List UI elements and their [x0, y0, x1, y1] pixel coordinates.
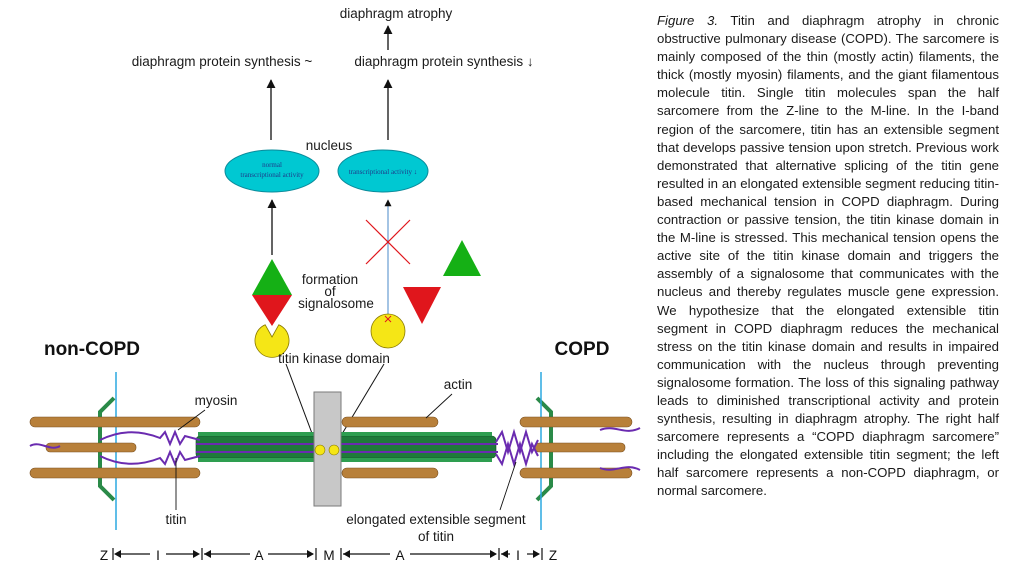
nucleus-right-cell	[337, 149, 429, 193]
titin-kinase-right	[370, 313, 406, 349]
titin-strands	[29, 427, 641, 471]
actin-label: actin	[444, 377, 473, 392]
titin-label: titin	[165, 512, 186, 527]
actin-filaments	[29, 416, 633, 479]
nucleus-right-text: transcriptional activity ↓	[349, 168, 417, 176]
non-copd-label: non-COPD	[44, 339, 140, 360]
titin-kinase-left	[254, 324, 290, 358]
scale-i-left: I	[156, 548, 160, 563]
m-kinase-1	[314, 444, 326, 456]
m-kinase-2	[328, 444, 340, 456]
scale-z-right: Z	[549, 548, 557, 563]
red-triangle-right	[403, 287, 441, 324]
elongated-line2: of titin	[418, 529, 454, 544]
scale-m: M	[323, 548, 334, 563]
atrophy-label: diaphragm atrophy	[340, 6, 453, 21]
nucleus-left-line1: normal	[262, 161, 282, 169]
sarcomere	[29, 372, 641, 530]
nucleus-label: nucleus	[306, 138, 353, 153]
copd-label: COPD	[555, 339, 610, 360]
myosin-label: myosin	[195, 393, 238, 408]
synthesis-right-label: diaphragm protein synthesis ↓	[354, 54, 533, 69]
myosin-filaments	[195, 432, 497, 462]
signalosome-line2: of	[324, 284, 336, 299]
caption-text: Titin and diaphragm atrophy in chronic o…	[657, 13, 999, 499]
scale-z-left: Z	[100, 548, 108, 563]
scale-i-right: I	[516, 548, 520, 563]
nucleus-left-line2: transcriptional activity	[240, 171, 304, 179]
synthesis-left-label: diaphragm protein synthesis ~	[132, 54, 313, 69]
elongated-pointer	[499, 461, 517, 511]
figure-caption: Figure 3. Titin and diaphragm atrophy in…	[657, 12, 999, 501]
green-triangle-left	[252, 259, 292, 295]
elongated-line1: elongated extensible segment	[346, 512, 526, 527]
signalosome-line3: signalosome	[298, 296, 374, 311]
red-cross-2	[365, 219, 411, 265]
red-triangle-left	[252, 295, 292, 326]
scale-a-left: A	[254, 548, 263, 563]
signalosome-line1: formation	[302, 272, 358, 287]
green-triangle-right	[443, 240, 481, 276]
kinase-pointer-right	[335, 363, 385, 445]
myosin-pointer	[177, 409, 206, 431]
titin-diagram: diaphragm atrophy diaphragm protein synt…	[29, 6, 641, 563]
kinase-mark-2	[384, 315, 392, 323]
kinase-domain-label: titin kinase domain	[278, 351, 390, 366]
nucleus-left-cell	[224, 149, 320, 193]
scale-a-right: A	[395, 548, 404, 563]
actin-pointer	[425, 393, 453, 419]
caption-figure-label: Figure 3.	[657, 13, 718, 28]
kinase-pointer-left	[285, 363, 317, 445]
scale-bar: Z I A M A I Z	[100, 548, 557, 563]
